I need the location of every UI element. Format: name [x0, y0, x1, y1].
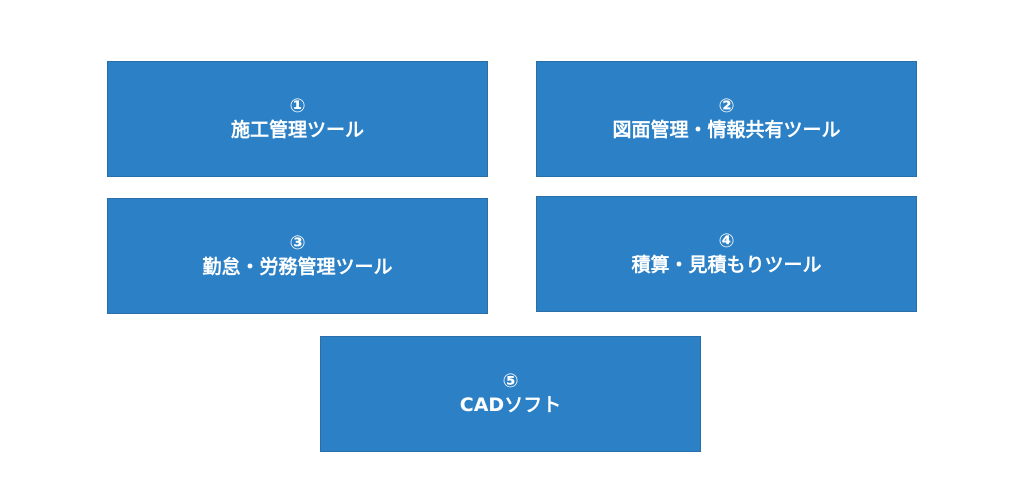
- box-drawing-management-tool: ② 図面管理・情報共有ツール: [536, 61, 917, 177]
- box-construction-management-tool: ① 施工管理ツール: [107, 61, 488, 177]
- box-label: CADソフト: [459, 394, 562, 416]
- box-attendance-management-tool: ③ 勤怠・労務管理ツール: [107, 198, 488, 314]
- box-number: ①: [289, 95, 306, 118]
- box-cad-software: ⑤ CADソフト: [320, 336, 701, 452]
- box-label: 勤怠・労務管理ツール: [202, 256, 393, 278]
- box-label: 図面管理・情報共有ツール: [612, 119, 841, 141]
- box-number: ③: [289, 232, 306, 255]
- box-estimation-tool: ④ 積算・見積もりツール: [536, 196, 917, 312]
- box-number: ④: [718, 230, 735, 253]
- box-number: ②: [718, 95, 735, 118]
- box-number: ⑤: [502, 370, 519, 393]
- box-label: 積算・見積もりツール: [631, 254, 822, 276]
- box-label: 施工管理ツール: [230, 119, 364, 141]
